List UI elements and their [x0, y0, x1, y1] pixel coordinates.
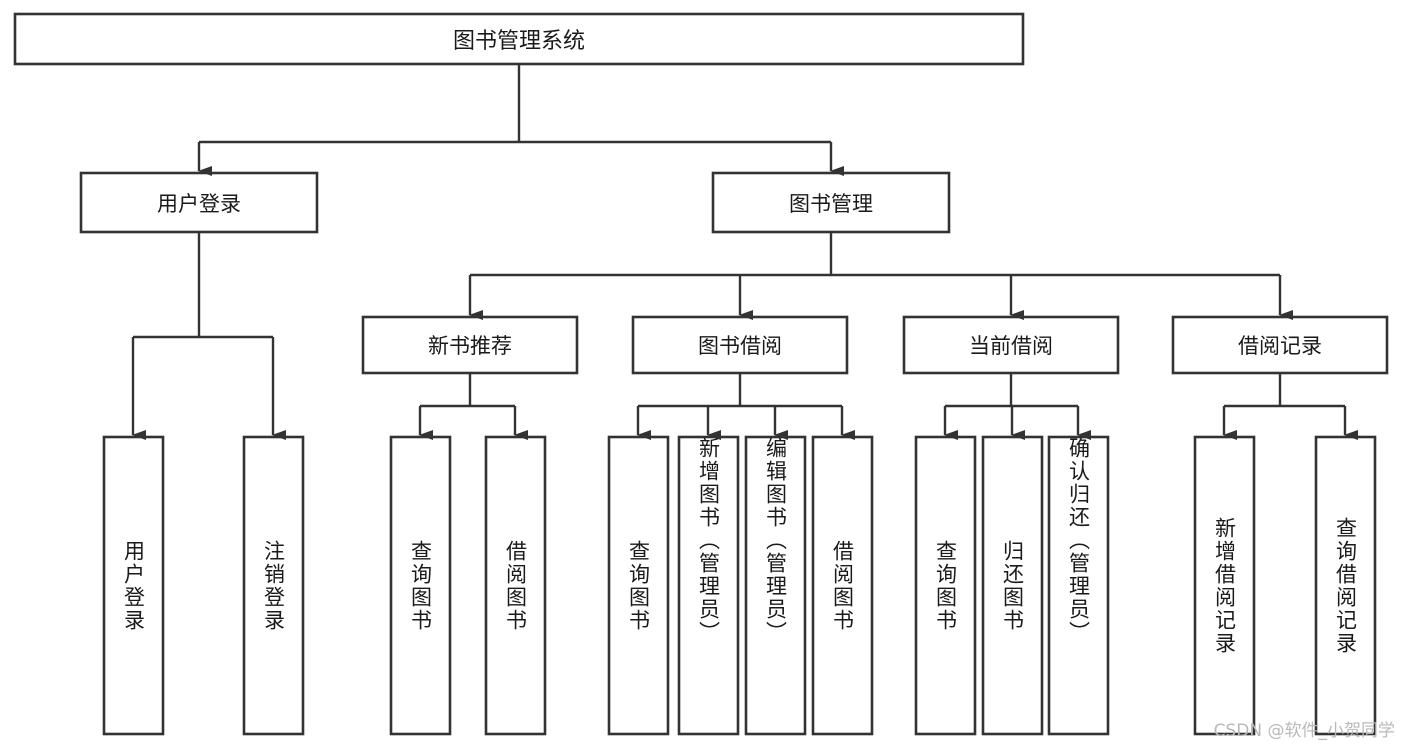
leaf-box-query-book-3[interactable]	[914, 435, 977, 736]
node-book-manage-box[interactable]	[711, 171, 951, 234]
leaf-box-confirm-return-admin[interactable]	[1047, 435, 1110, 736]
leaf-box-borrow-book-2[interactable]	[811, 435, 874, 736]
leaf-box-edit-book-admin[interactable]	[744, 435, 807, 736]
csdn-watermark: CSDN @软件_小贺同学	[1213, 721, 1395, 741]
leaf-box-logout[interactable]	[242, 435, 305, 736]
leaf-box-borrow-book-1[interactable]	[484, 435, 547, 736]
node-root-box[interactable]	[13, 12, 1025, 66]
node-book-borrow-box[interactable]	[631, 315, 849, 375]
leaf-box-user-login[interactable]	[102, 435, 165, 736]
leaf-box-add-book-admin[interactable]	[677, 435, 740, 736]
node-borrow-record-box[interactable]	[1171, 315, 1389, 375]
leaf-box-query-borrow-record[interactable]	[1314, 435, 1377, 736]
leaf-box-query-book-1[interactable]	[389, 435, 452, 736]
leaf-box-return-book[interactable]	[981, 435, 1044, 736]
node-current-borrow-box[interactable]	[902, 315, 1120, 375]
leaf-box-add-borrow-record[interactable]	[1193, 435, 1256, 736]
node-user-login-box[interactable]	[79, 171, 319, 234]
node-new-book-recommend-box[interactable]	[361, 315, 579, 375]
leaf-box-query-book-2[interactable]	[607, 435, 670, 736]
